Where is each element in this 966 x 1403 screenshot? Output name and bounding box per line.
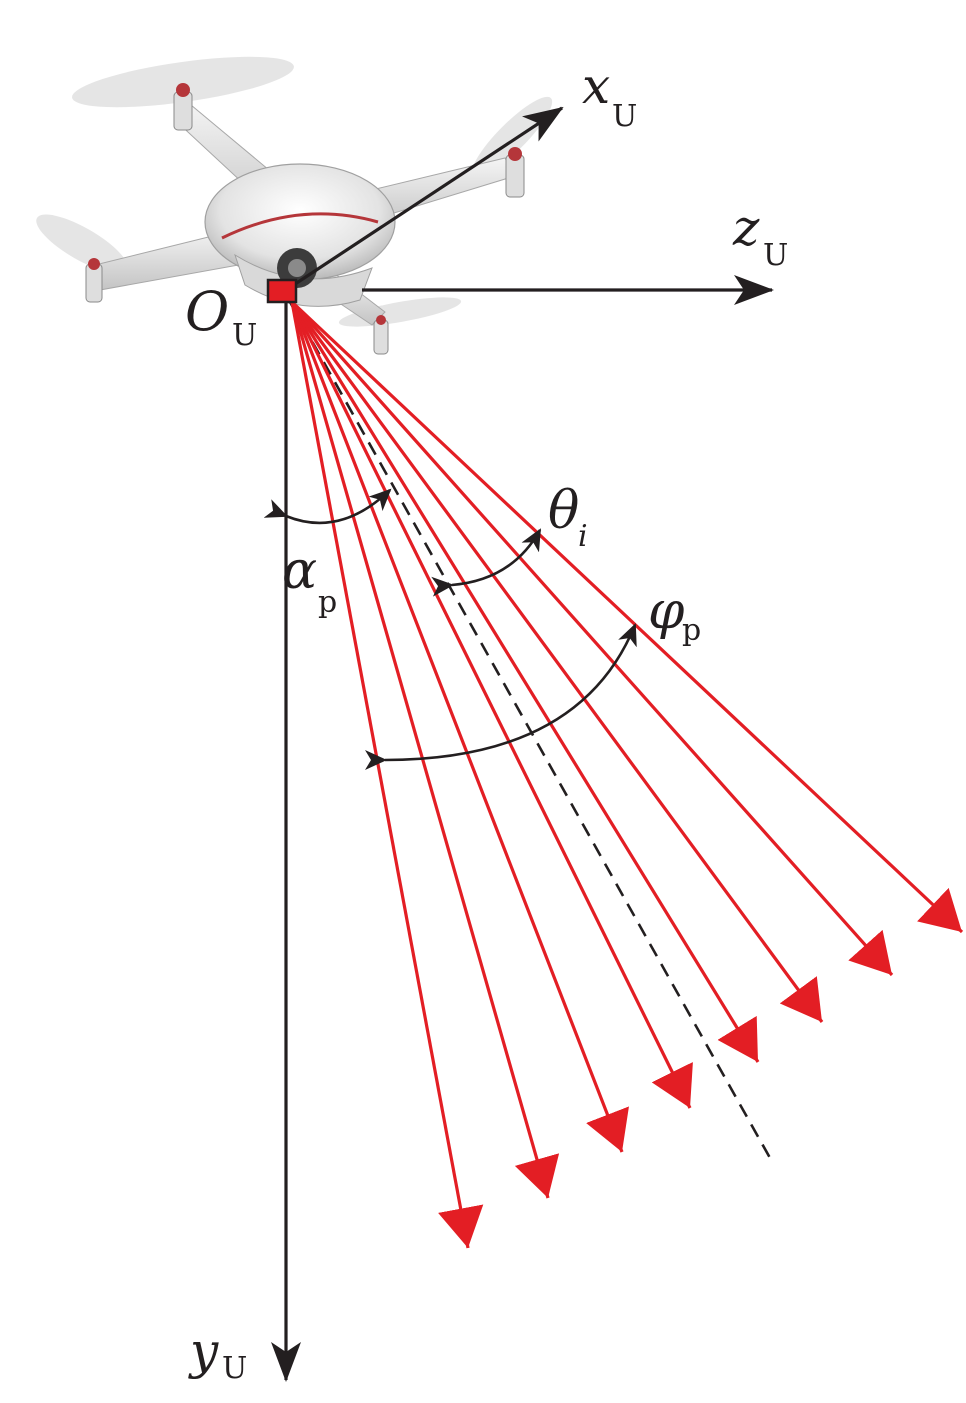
alpha-label: α p bbox=[282, 541, 337, 620]
svg-text:α: α bbox=[282, 541, 317, 601]
coordinate-axes bbox=[271, 106, 774, 1382]
y-axis-label: y U bbox=[188, 1322, 247, 1386]
laser-beam-6 bbox=[290, 301, 824, 1023]
laser-beam-8 bbox=[290, 300, 964, 934]
svg-text:U: U bbox=[763, 238, 788, 273]
laser-beam-4 bbox=[290, 301, 693, 1109]
lidar-sensor-icon bbox=[266, 278, 298, 304]
laser-beam-2 bbox=[290, 301, 560, 1199]
svg-text:O: O bbox=[185, 280, 229, 343]
origin-label: O U bbox=[185, 280, 257, 353]
scan-center-dashed-line bbox=[288, 301, 772, 1159]
svg-text:U: U bbox=[232, 318, 257, 353]
alpha-angle-arc bbox=[263, 488, 392, 525]
svg-text:φ: φ bbox=[648, 581, 685, 641]
laser-beam-7 bbox=[290, 300, 894, 977]
x-axis-arrow bbox=[285, 106, 564, 292]
laser-beam-fan bbox=[290, 300, 964, 1249]
z-axis-label: z U bbox=[732, 199, 788, 273]
svg-text:x: x bbox=[582, 57, 610, 115]
svg-text:z: z bbox=[732, 199, 760, 257]
laser-beam-3 bbox=[290, 301, 629, 1153]
phi-angle-arc bbox=[364, 623, 637, 771]
svg-text:θ: θ bbox=[548, 481, 579, 541]
svg-text:U: U bbox=[612, 99, 637, 134]
svg-text:i: i bbox=[578, 519, 588, 554]
phi-label: φ p bbox=[648, 581, 701, 648]
x-axis-label: x U bbox=[582, 57, 637, 134]
laser-beam-1 bbox=[290, 301, 484, 1249]
theta-label: θ i bbox=[548, 481, 588, 554]
svg-text:U: U bbox=[222, 1351, 247, 1386]
svg-text:y: y bbox=[188, 1322, 219, 1380]
svg-text:p: p bbox=[318, 585, 337, 620]
svg-text:p: p bbox=[682, 613, 701, 648]
theta-angle-arc bbox=[431, 528, 542, 597]
